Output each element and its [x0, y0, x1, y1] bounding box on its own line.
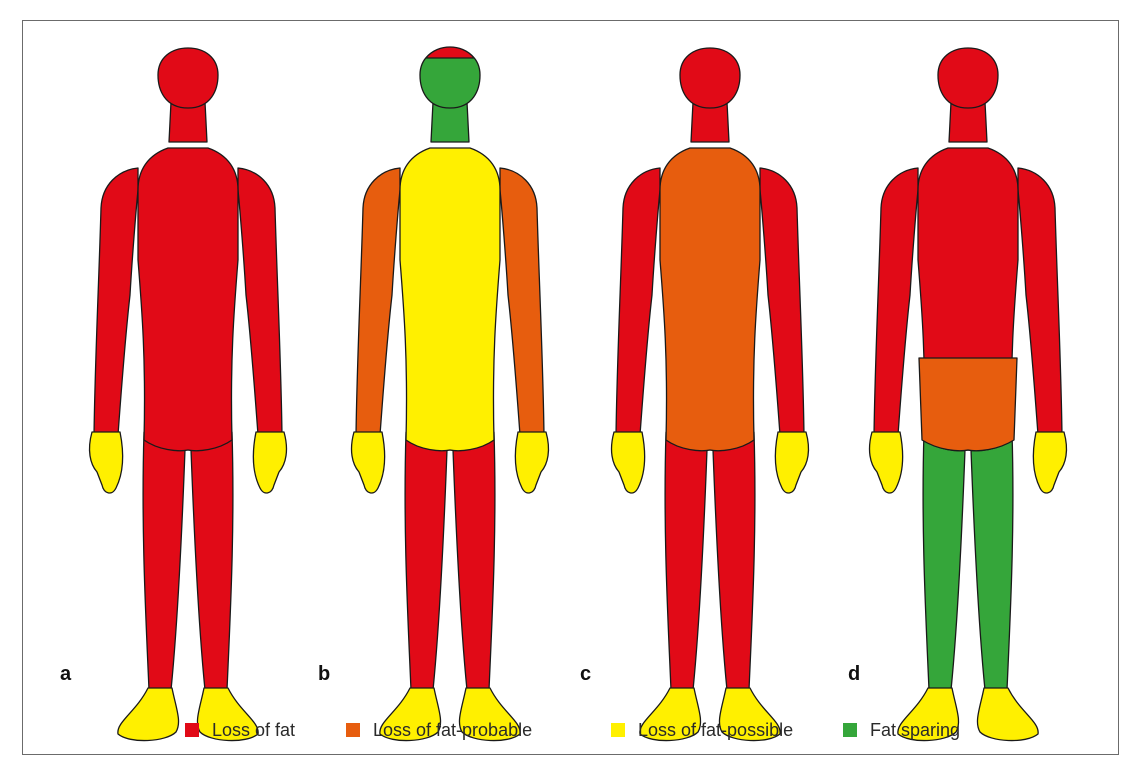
left-hand-region [90, 432, 123, 493]
left-arm-region [94, 168, 138, 435]
panel-letter-d: d [848, 663, 860, 685]
legend-item-fat-sparing: Fat sparing [843, 719, 960, 741]
right-arm-region [238, 168, 282, 435]
right-hand-region [515, 432, 548, 493]
panel-letter-c: c [580, 663, 591, 685]
legend-label: Loss of fat-possible [638, 719, 793, 741]
right-hand-region [1033, 432, 1066, 493]
left-leg-region [665, 432, 707, 690]
body-figure-a [90, 48, 287, 741]
legend-swatch-loss-of-fat [185, 723, 199, 737]
right-leg-region [453, 432, 495, 690]
trunk-region [400, 148, 500, 451]
body-figure-d [870, 48, 1067, 741]
right-leg-region [971, 432, 1013, 690]
left-leg-region [143, 432, 185, 690]
legend-label: Loss of fat [212, 719, 295, 741]
body-figure-b [352, 47, 549, 741]
right-arm-region [1018, 168, 1062, 435]
head-region [680, 48, 740, 108]
legend-swatch-fat-sparing [843, 723, 857, 737]
panel-letter-a: a [60, 663, 72, 685]
body-figure-c [612, 48, 809, 741]
panel-letter-b: b [318, 663, 330, 685]
legend-swatch-loss-of-fat-possible [611, 723, 625, 737]
right-hand-region [253, 432, 286, 493]
crown-region [426, 47, 474, 58]
legend-label: Fat sparing [870, 719, 960, 741]
right-leg-region [191, 432, 233, 690]
right-arm-region [500, 168, 544, 435]
head-region [938, 48, 998, 108]
legend-label: Loss of fat-probable [373, 719, 532, 741]
legend-item-loss-of-fat: Loss of fat [185, 719, 295, 741]
left-leg-region [923, 432, 965, 690]
left-hand-region [352, 432, 385, 493]
left-hand-region [612, 432, 645, 493]
left-arm-region [874, 168, 918, 435]
left-arm-region [616, 168, 660, 435]
right-leg-region [713, 432, 755, 690]
head-region [158, 48, 218, 108]
trunk-region [660, 148, 760, 451]
right-hand-region [775, 432, 808, 493]
legend: Loss of fat Loss of fat-probable Loss of… [0, 719, 1143, 743]
trunk-region [138, 148, 238, 451]
left-leg-region [405, 432, 447, 690]
legend-item-loss-of-fat-possible: Loss of fat-possible [611, 719, 793, 741]
right-arm-region [760, 168, 804, 435]
legend-item-loss-of-fat-probable: Loss of fat-probable [346, 719, 532, 741]
left-hand-region [870, 432, 903, 493]
legend-swatch-loss-of-fat-probable [346, 723, 360, 737]
hip-band-region [919, 358, 1017, 451]
left-arm-region [356, 168, 400, 435]
